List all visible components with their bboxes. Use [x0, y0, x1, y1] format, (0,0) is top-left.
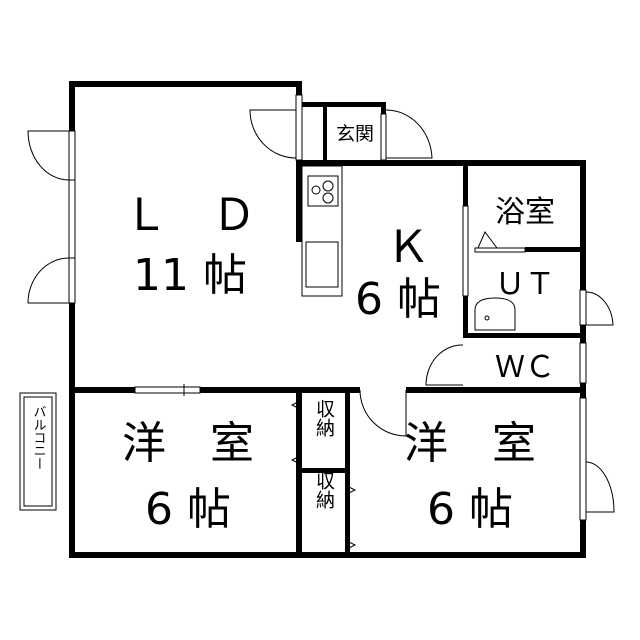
washbasin-icon — [474, 297, 516, 331]
western-right-size: 6 帖 — [427, 484, 513, 535]
walls — [69, 81, 586, 558]
ld-size: 11 帖 — [133, 250, 247, 301]
balcony — [19, 392, 57, 511]
balcony-label: バルコニー — [31, 405, 47, 470]
storage-upper-label: 収納 — [313, 399, 335, 437]
kitchen-size: 6 帖 — [355, 274, 441, 325]
western-left-label: 洋 室 — [122, 418, 254, 469]
storage-lower-label: 収納 — [313, 471, 335, 509]
western-right-label: 洋 室 — [404, 418, 536, 469]
sink-icon — [305, 241, 339, 288]
openings — [27, 94, 615, 551]
kitchen-label: Ｋ — [386, 222, 430, 273]
toilet-label: ＷＣ — [495, 350, 555, 385]
stove-icon — [307, 175, 339, 207]
ld-label: Ｌ Ｄ — [124, 190, 256, 241]
utility-label: ＵＴ — [495, 267, 555, 302]
entrance-label: 玄関 — [336, 123, 374, 145]
western-left-size: 6 帖 — [145, 484, 231, 535]
kitchen-counter — [301, 165, 343, 297]
bath-label: 浴室 — [495, 195, 555, 230]
